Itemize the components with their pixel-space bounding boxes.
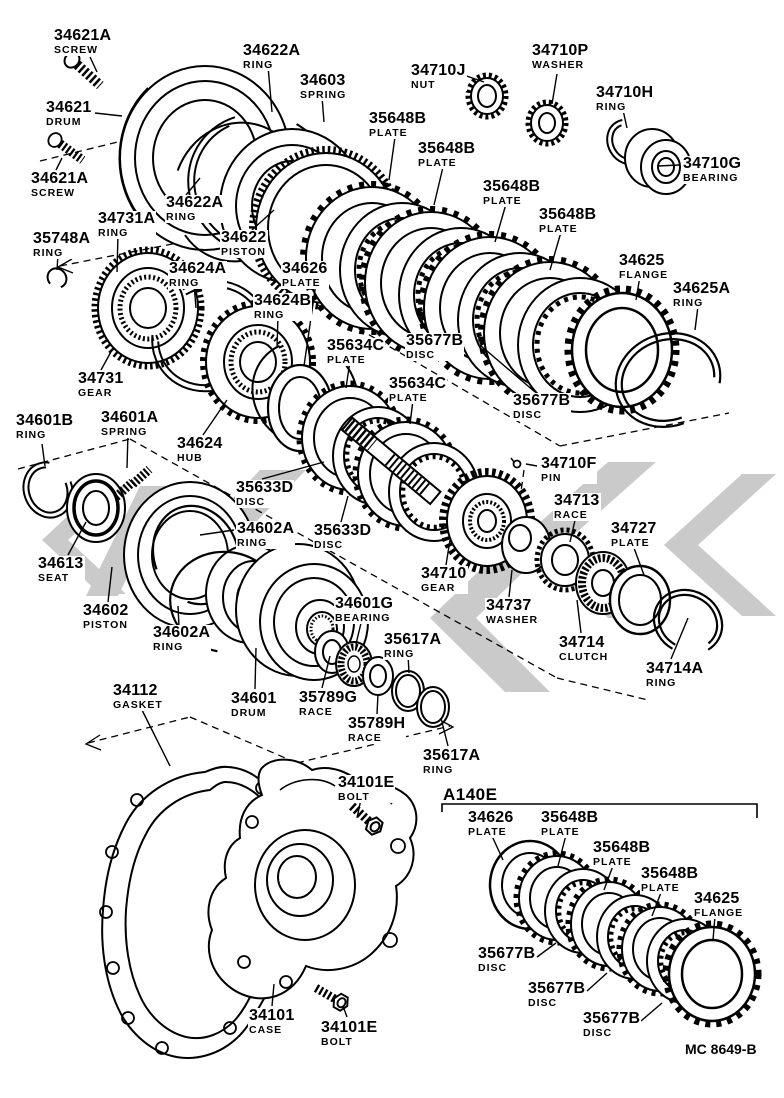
springs-34601a-drawing (112, 465, 153, 501)
leader-lines (41, 56, 716, 1022)
pin-34710f-drawing (510, 457, 522, 469)
inset-bracket-line (441, 803, 758, 818)
screw-34621a-top-drawing (63, 51, 104, 90)
case-34101-drawing (207, 758, 418, 1000)
seat-34613-drawing (66, 473, 126, 543)
nut-34710j-drawing (465, 72, 509, 120)
snap-ring-35748a-drawing (46, 267, 68, 289)
shaft-drawing (340, 416, 442, 506)
snap-ring-34625a-drawing (614, 332, 722, 428)
inset-title: A140E (443, 785, 498, 804)
gear-34731-drawing (91, 246, 205, 370)
snap-ring-34714a-drawing (652, 588, 724, 656)
screw-34621a-lower-drawing (47, 132, 86, 164)
inset-clutch-pack-drawing (488, 839, 762, 1028)
document-code: MC 8649-B (685, 1041, 757, 1057)
ring-35617a-rear-drawing (416, 686, 450, 728)
bolt-34101e-upper-drawing (348, 802, 384, 836)
bolt-34101e-lower-drawing (313, 984, 349, 1012)
washer-34710p-drawing (525, 99, 569, 147)
snap-ring-34601b-drawing (22, 461, 74, 519)
bearing-34710g-drawing (624, 128, 692, 195)
race-35789h-drawing (362, 656, 394, 696)
